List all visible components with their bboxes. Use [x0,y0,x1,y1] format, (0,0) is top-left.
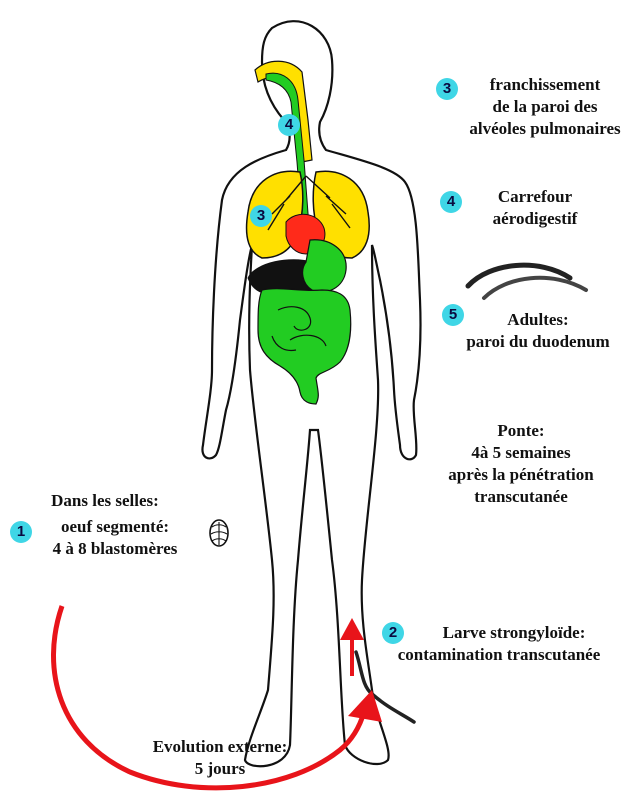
label-step2: Larve strongyloïde: contamination transc… [383,622,615,666]
adult-worm-2 [484,278,586,298]
label-step3-line2: de la paroi des [462,96,628,118]
label-ponte: Ponte: 4à 5 semaines après la pénétratio… [436,420,606,508]
label-step5-line1: Adultes: [458,309,618,331]
label-ponte-line4: transcutanée [436,486,606,508]
label-ponte-line3: après la pénétration [436,464,606,486]
label-evolution: Evolution externe: 5 jours [130,736,310,780]
label-ponte-line2: 4à 5 semaines [436,442,606,464]
adult-worm-1 [468,265,570,286]
label-step1: oeuf segmenté: 4 à 8 blastomères [34,516,196,560]
label-ponte-line1: Ponte: [436,420,606,442]
label-step4-line2: aérodigestif [470,208,600,230]
label-evolution-line1: Evolution externe: [130,736,310,758]
label-step2-line2: contamination transcutanée [383,644,615,666]
marker-3-on-body: 3 [250,205,272,227]
label-evolution-line2: 5 jours [130,758,310,780]
marker-3: 3 [436,78,458,100]
label-step3-line1: franchissement [462,74,628,96]
label-step3-line3: alvéoles pulmonaires [462,118,628,140]
label-step1-line2: 4 à 8 blastomères [34,538,196,560]
label-step4: Carrefour aérodigestif [470,186,600,230]
label-step2-line1: Larve strongyloïde: [383,622,615,644]
label-step1-line1: oeuf segmenté: [34,516,196,538]
label-step4-line1: Carrefour [470,186,600,208]
label-step5: Adultes: paroi du duodenum [458,309,618,353]
marker-4-on-body: 4 [278,114,300,136]
label-step5-line2: paroi du duodenum [458,331,618,353]
marker-4: 4 [440,191,462,213]
marker-1: 1 [10,521,32,543]
label-selles-title: Dans les selles: [20,490,190,512]
label-step3: franchissement de la paroi des alvéoles … [462,74,628,140]
